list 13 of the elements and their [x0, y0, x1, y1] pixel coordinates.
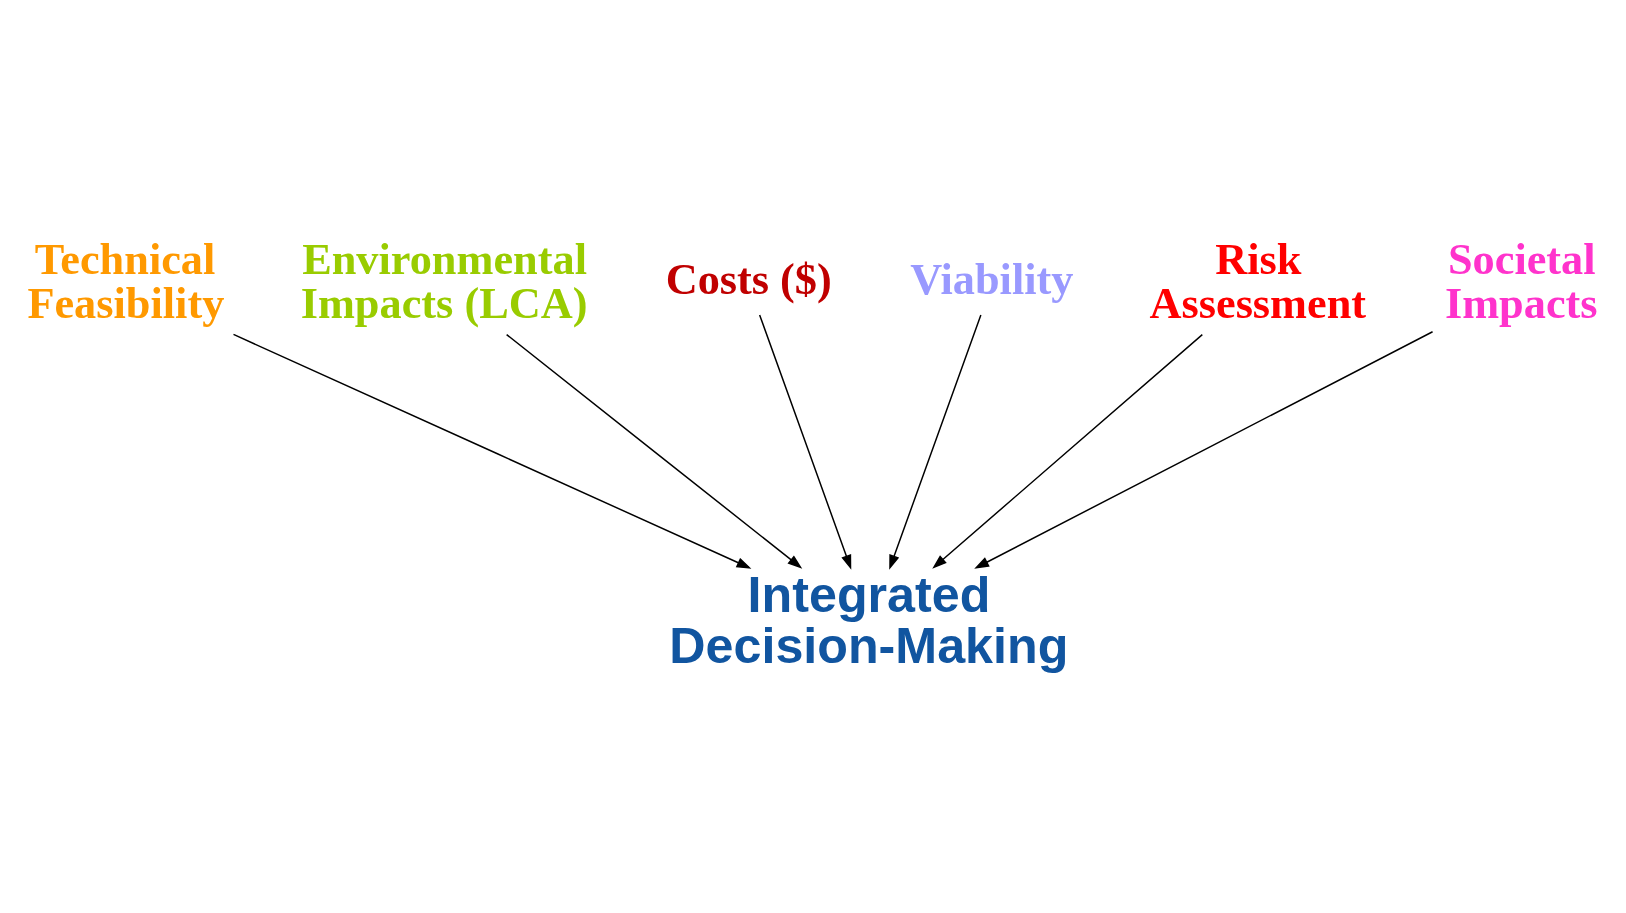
- arrow: [505, 333, 803, 569]
- arrow: [232, 333, 752, 569]
- arrow: [974, 330, 1434, 569]
- node-text: Environmental Impacts (LCA): [300, 234, 588, 328]
- node-text: Costs ($): [665, 254, 832, 304]
- node-text: Technical Feasibility: [27, 234, 225, 328]
- node-text: Risk Assessment: [1149, 234, 1367, 328]
- arrow: [889, 313, 982, 570]
- node-text: Societal Impacts: [1444, 234, 1598, 328]
- node-text: Viability: [910, 254, 1074, 304]
- arrow: [932, 333, 1204, 569]
- node-text: Integrated Decision-Making: [669, 566, 1069, 674]
- arrow: [758, 313, 852, 570]
